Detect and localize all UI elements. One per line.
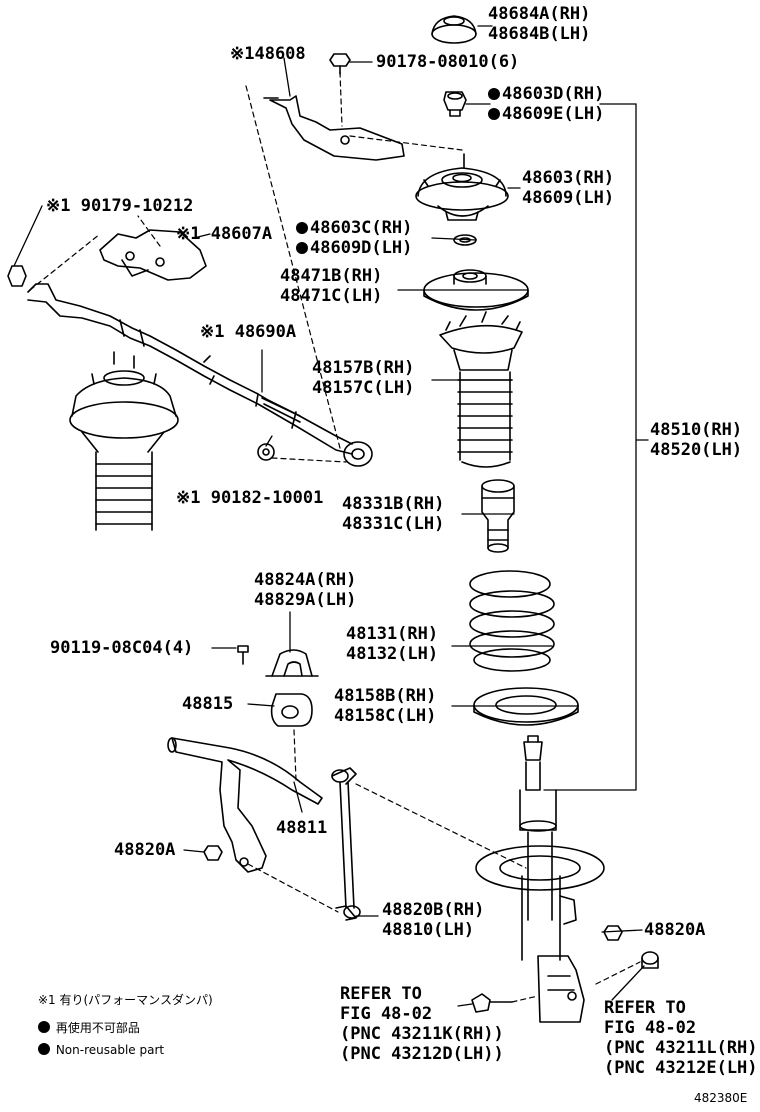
refer-left: REFER TO FIG 48-02 (PNC 43211K(RH)) (PNC… [340,984,504,1064]
bracket-48607a-shape [99,229,207,281]
damper-48690a-shape [27,283,373,467]
stabilizer-48811-shape [167,737,323,873]
label-48820b: 48820B(RH) 48810(LH) [382,900,485,940]
label-48158: 48158B(RH) 48158C(LH) [334,686,437,726]
non-reusable-dot [296,222,308,234]
label-48690a: ※1 48690A [200,322,297,342]
support-48603-shape [415,153,509,221]
non-reusable-dot [488,88,500,100]
label-48607a: ※1 48607A [176,224,273,244]
bumper-48331-shape [481,479,515,553]
label-90178: 90178-08010(6) [376,52,520,72]
bolt-90119-shape [237,645,249,665]
label-48684: 48684A(RH) 48684B(LH) [488,4,591,44]
label-90179: ※1 90179-10212 [46,196,194,216]
arm-48608-shape [263,53,405,161]
label-48603d: 48603D(RH) 48609E(LH) [488,84,604,124]
refer-right: REFER TO FIG 48-02 (PNC 43211L(RH) (PNC … [604,998,758,1078]
label-48608: ※148608 [230,44,306,64]
legend-note1: ※1 有り(パフォーマンスダンパ) [38,993,213,1007]
non-reusable-dot [38,1021,50,1033]
label-48820a-left: 48820A [114,840,176,860]
nut-90179-shape [7,265,27,287]
label-48157: 48157B(RH) 48157C(LH) [312,358,415,398]
legend-non-reusable-en: Non-reusable part [38,1042,164,1058]
label-48820a-right: 48820A [644,920,706,940]
label-48131: 48131(RH) 48132(LH) [346,624,439,664]
label-48815: 48815 [182,694,234,714]
label-48603c: 48603C(RH) 48609D(LH) [296,218,412,258]
label-48811: 48811 [276,818,328,838]
bushing-48815-shape [270,693,313,727]
boot-48157-shape [439,311,523,468]
legend-non-reusable-ja: 再使用不可部品 [38,1020,140,1036]
cap-48684-shape [431,15,477,44]
leader-lines [13,25,649,1007]
label-48824: 48824A(RH) 48829A(LH) [254,570,357,610]
bolt-90182-shape [257,443,275,461]
non-reusable-dot [488,108,500,120]
spring-48131-shape [469,570,555,672]
strut-48510-shape [475,735,605,1023]
bracket-48824a-shape [265,649,319,677]
non-reusable-dot [296,242,308,254]
nut-48820a-left-shape [203,845,223,861]
nut-48820a-right-shape [603,925,623,941]
bolt-refer-left-shape [471,993,513,1013]
label-48603: 48603(RH) 48609(LH) [522,168,615,208]
label-90119: 90119-08C04(4) [50,638,194,658]
label-90182: ※1 90182-10001 [176,488,324,508]
nut-48603d-shape [443,91,467,117]
label-48471: 48471B(RH) 48471C(LH) [280,266,383,306]
label-48331: 48331B(RH) 48331C(LH) [342,494,445,534]
dashed-lines [29,71,641,1003]
label-48510: 48510(RH) 48520(LH) [650,420,743,460]
nut-refer-right-shape [641,951,659,969]
strut-ghost-shape [69,351,179,531]
non-reusable-dot [38,1043,50,1055]
seat-48158-shape [473,687,579,726]
figure-id: 482380E [694,1091,748,1105]
link-48820b-shape [331,767,361,921]
